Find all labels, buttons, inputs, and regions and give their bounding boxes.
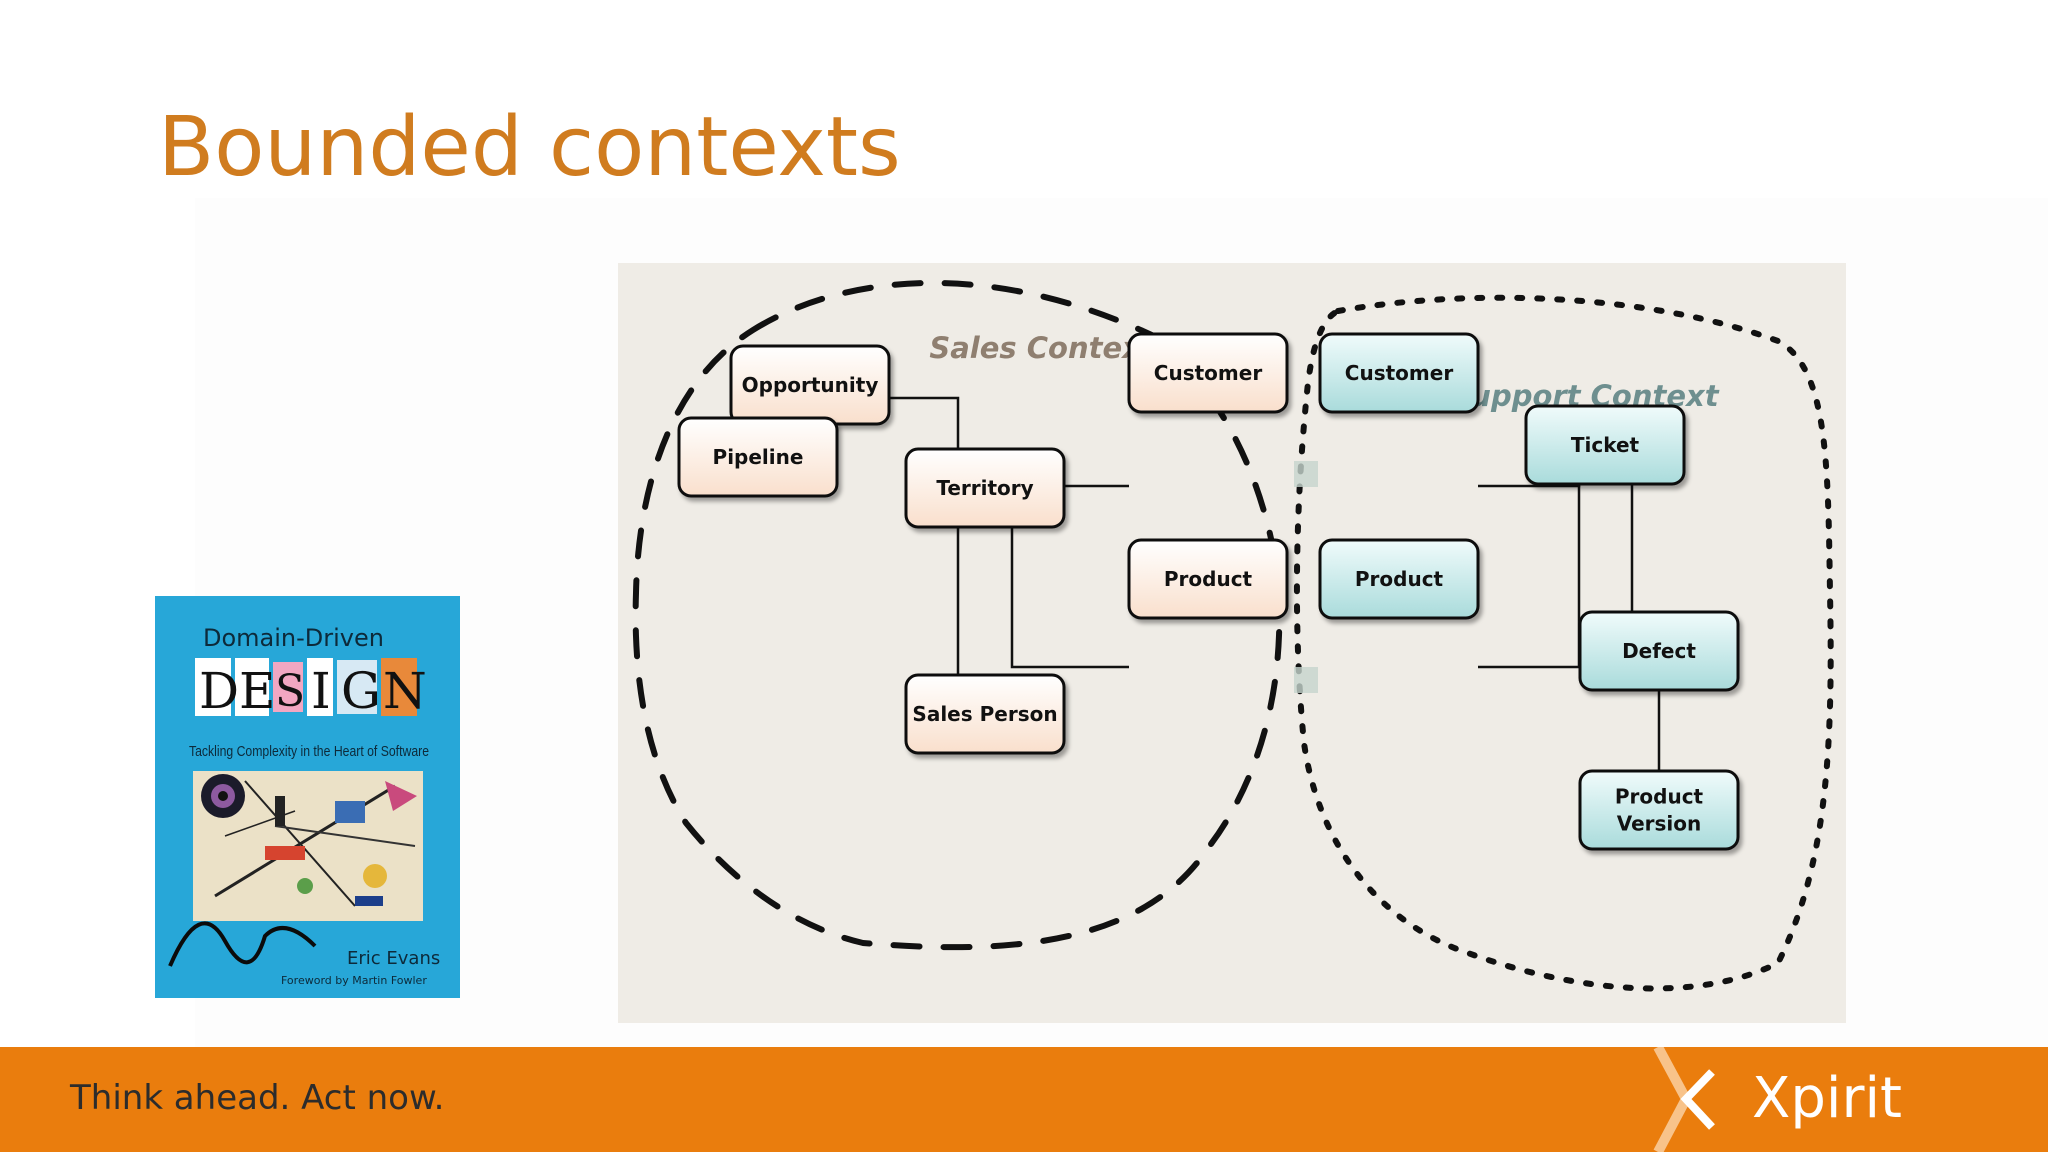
book-painting <box>193 771 423 921</box>
node-pipeline: Pipeline <box>677 416 839 498</box>
node-box-sales-customer <box>1127 332 1289 414</box>
book-letter-d: D <box>199 662 239 720</box>
node-box-sales-person <box>904 673 1066 755</box>
node-sales-product: Product <box>1127 538 1289 620</box>
node-label-support-customer: Customer <box>1345 361 1454 385</box>
node-box-product-version <box>1578 769 1740 851</box>
node-label-sales-customer: Customer <box>1154 361 1263 385</box>
diagram-canvas: Sales Context Support Context Opportunit… <box>632 280 1834 992</box>
shared-kernel-product <box>1294 667 1318 693</box>
book-swirl <box>168 921 317 967</box>
node-support-customer: Customer <box>1318 332 1480 414</box>
node-box-territory <box>904 447 1066 529</box>
slide-title: Bounded contexts <box>158 100 901 195</box>
sales-context-label: Sales Context <box>929 331 1156 365</box>
node-ticket: Ticket <box>1524 404 1686 486</box>
node-box-sales-product <box>1127 538 1289 620</box>
node-territory: Territory <box>904 447 1066 529</box>
support-context-boundary <box>1293 294 1834 992</box>
footer-brand: Xpirit <box>1752 1066 1903 1131</box>
book-subtitle: Tackling Complexity in the Heart of Soft… <box>189 743 429 760</box>
shared-kernel-customer <box>1294 461 1318 487</box>
book-cover: Domain-Driven D E S I G N Tackling Compl… <box>155 596 460 998</box>
node-sales-person: Sales Person <box>904 673 1066 755</box>
book-letter-i: I <box>311 662 331 720</box>
node-label-sales-product: Product <box>1164 567 1253 591</box>
node-sales-customer: Customer <box>1127 332 1289 414</box>
bounded-context-diagram: Sales Context Support Context Opportunit… <box>618 263 1846 1023</box>
node-label-ticket: Ticket <box>1571 433 1640 457</box>
book-author: Eric Evans <box>347 948 440 969</box>
node-defect: Defect <box>1578 610 1740 692</box>
node-box-defect <box>1578 610 1740 692</box>
book-foreword: Foreword by Martin Fowler <box>281 974 427 987</box>
node-box-support-customer <box>1318 332 1480 414</box>
book-title-top: Domain-Driven <box>203 624 384 652</box>
node-label-pipeline: Pipeline <box>713 445 804 469</box>
node-box-support-product <box>1318 538 1480 620</box>
book-letter-n: N <box>383 662 427 720</box>
footer-tagline: Think ahead. Act now. <box>70 1078 445 1118</box>
node-box-ticket <box>1524 404 1686 486</box>
book-cover-art: Domain-Driven D E S I G N Tackling Compl… <box>155 596 460 998</box>
book-letter-s: S <box>275 666 305 717</box>
xpirit-logo-mark <box>1653 1047 1715 1152</box>
node-label-territory: Territory <box>936 476 1033 500</box>
node-label-sales-person: Sales Person <box>912 702 1057 726</box>
footer-bar <box>0 1047 2048 1152</box>
node-support-product: Product <box>1318 538 1480 620</box>
node-label-opportunity: Opportunity <box>742 373 879 397</box>
node-box-pipeline <box>677 416 839 498</box>
node-label-support-product: Product <box>1355 567 1444 591</box>
node-opportunity: Opportunity <box>729 344 891 426</box>
book-letter-e: E <box>239 662 276 720</box>
edge-support-product-to-ticket <box>1478 484 1581 669</box>
book-title-main: D E S I G N <box>195 658 427 720</box>
node-label-defect: Defect <box>1622 639 1696 663</box>
edge-territory-to-sales-product <box>1010 527 1129 669</box>
book-letter-g: G <box>341 662 381 720</box>
